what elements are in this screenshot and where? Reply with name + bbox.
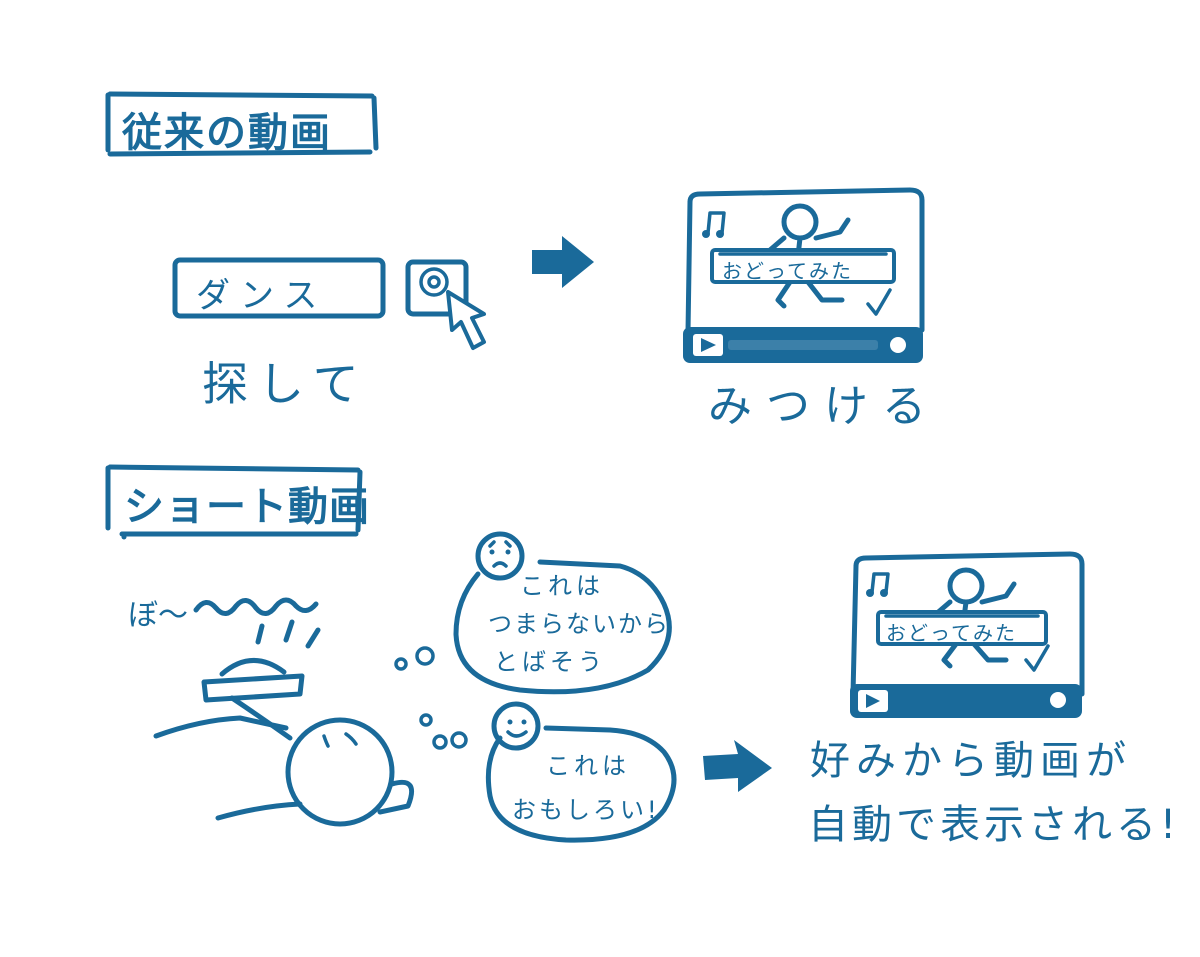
sleepy-sound: ぼ〜 [128,598,188,633]
thought-dots-lower [419,713,468,750]
arrow-right-icon [532,236,594,288]
video-title-traditional: おどってみた [722,259,853,283]
video-title-short: おどってみた [886,621,1017,645]
thought-bored-line-1: これは [520,572,604,600]
video-player-short [850,551,1085,718]
heading-traditional: 従来の動画 [122,110,332,156]
lying-person [153,695,414,827]
thought-bored-line-2: つまらないから [488,610,670,638]
heading-box-traditional [105,91,379,157]
thought-happy-line-1: これは [546,752,630,780]
thought-bubble-happy [485,701,677,843]
thought-bubble-bored [453,531,672,695]
result-caption-short-line-1: 好みから動画が [810,738,1132,784]
result-caption-short-line-2: 自動で表示される! [808,802,1181,848]
arrow-right-icon-2 [703,740,772,792]
sleepy-wave [193,597,319,616]
heading-box-short [105,464,363,540]
thought-bored-line-3: とばそう [494,648,606,676]
search-box [172,257,386,319]
search-caption: 探して [202,357,369,411]
thought-happy-line-2: おもしろい! [512,796,660,824]
video-player-traditional [683,187,925,363]
result-caption-traditional: みつける [708,381,940,432]
cursor-arrow-icon [446,290,486,350]
search-button-icon [405,259,469,317]
search-box-text: ダンス [196,276,328,316]
phone-icon [201,619,321,703]
heading-short: ショート動画 [124,484,370,530]
thought-dots-upper [394,646,435,671]
